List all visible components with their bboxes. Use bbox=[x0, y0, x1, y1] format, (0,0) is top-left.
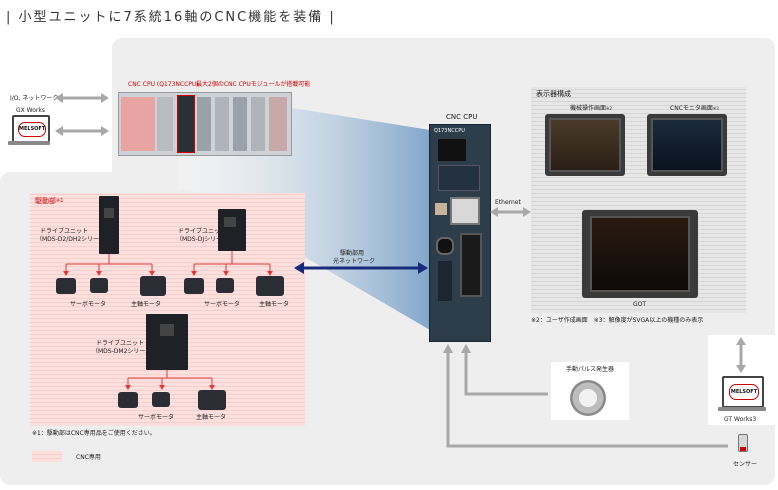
got-display bbox=[590, 216, 690, 292]
drive-unit-3-panel bbox=[160, 324, 174, 336]
drive-footnote: ※1：駆動部はCNC専用品をご使用ください。 bbox=[32, 430, 156, 437]
screen2-label-text: CNCモニタ画面 bbox=[670, 105, 713, 112]
servo-motor-2a bbox=[184, 278, 204, 294]
drive-title-text: 駆動部 bbox=[35, 197, 56, 205]
manual-pulse-label: 手動パルス発生器 bbox=[566, 366, 615, 373]
ethernet-label: Ethernet bbox=[495, 199, 521, 206]
machine-operation-display bbox=[549, 118, 621, 172]
drive-unit-3-label-a: ドライブユニット bbox=[96, 340, 145, 347]
spindle-motor-2 bbox=[256, 276, 284, 296]
cnc-cpu-display bbox=[438, 139, 466, 161]
cnc-cpu-title: CNC CPU bbox=[446, 113, 478, 121]
cnc-cpu-module: Q173NCCPU bbox=[429, 124, 491, 342]
servo-motor-3b bbox=[152, 392, 170, 407]
legend-label: CNC専用 bbox=[76, 454, 101, 461]
drive-unit-2-panel bbox=[224, 217, 236, 227]
screen1-label: 機械操作画面※2 bbox=[570, 105, 612, 112]
spindle-motor-label-2: 主軸モータ bbox=[259, 301, 290, 308]
cnc-unit-label: CNC CPU (Q173NCCPU) bbox=[128, 81, 199, 88]
power-supply-module bbox=[121, 97, 155, 151]
gx-works-label: GX Works bbox=[16, 107, 45, 114]
got-terminal bbox=[582, 210, 698, 298]
cpu-module bbox=[157, 97, 173, 151]
servo-motor-3a bbox=[118, 392, 138, 408]
melsoft-logo-text: MELSOFT bbox=[19, 126, 46, 132]
servo-motor-1a bbox=[56, 278, 76, 294]
machine-operation-screen bbox=[545, 114, 625, 176]
drive-unit-1 bbox=[99, 196, 119, 254]
io-module-1 bbox=[197, 97, 211, 151]
io-module-3 bbox=[233, 97, 247, 151]
spindle-motor-label-3: 主軸モータ bbox=[196, 414, 227, 421]
io-module-4 bbox=[251, 97, 265, 151]
servo-motor-2b bbox=[216, 278, 234, 293]
got-label: GOT bbox=[633, 301, 647, 308]
optical-network-label-a: 駆動部用 bbox=[340, 250, 365, 257]
sensor-label: センサー bbox=[733, 461, 758, 468]
servo-motor-1b bbox=[90, 278, 108, 293]
melsoft-logo: MELSOFT bbox=[18, 122, 46, 137]
cnc-unit-note: 最大2個のCNC CPUモジュールが搭載可能 bbox=[196, 81, 311, 88]
manual-pulse-generator-icon bbox=[570, 380, 606, 416]
screen1-label-note: ※2 bbox=[606, 106, 612, 111]
drive-unit-1-panel bbox=[104, 208, 114, 218]
screen2-label-note: ※3 bbox=[712, 106, 719, 111]
cnc-cpu-led-panel bbox=[438, 165, 480, 191]
drive-unit-3 bbox=[146, 314, 188, 370]
drive-section: 駆動部※1 bbox=[30, 193, 305, 426]
page-title: | 小型ユニットに7系統16軸のCNC機能を装備 | bbox=[6, 10, 336, 25]
drive-unit-1-label-b: （MDS-D2/DH2シリーズ） bbox=[36, 236, 111, 243]
sensor-icon bbox=[738, 434, 748, 452]
sensor-tip bbox=[740, 447, 746, 451]
screen2-label: CNCモニタ画面※3 bbox=[670, 105, 719, 112]
drive-section-title: 駆動部※1 bbox=[35, 198, 63, 205]
cnc-monitor-display bbox=[651, 118, 723, 172]
screen1-label-text: 機械操作画面 bbox=[570, 105, 607, 112]
optical-port bbox=[436, 237, 454, 255]
drive-unit-1-label-a: ドライブユニット bbox=[40, 228, 89, 235]
io-network-label: I/O, ネットワーク bbox=[10, 95, 59, 102]
servo-motor-label-2: サーボモータ bbox=[204, 301, 241, 308]
servo-motor-label-1: サーボモータ bbox=[70, 301, 107, 308]
cnc-cpu-module-small bbox=[177, 95, 195, 153]
drive-unit-2-label-a: ドライブユニット bbox=[178, 228, 227, 235]
laptop-icon: MELSOFT bbox=[8, 115, 50, 145]
spindle-motor-1 bbox=[140, 276, 166, 296]
gt-melsoft-logo: MELSOFT bbox=[729, 384, 759, 400]
cnc-cpu-switch bbox=[435, 203, 447, 215]
cnc-cpu-slot bbox=[438, 261, 452, 301]
optical-network-label-b: 光ネットワーク bbox=[333, 258, 376, 265]
gt-melsoft-logo-text: MELSOFT bbox=[730, 389, 758, 395]
spindle-motor-label-1: 主軸モータ bbox=[131, 301, 162, 308]
drive-unit-2 bbox=[218, 209, 246, 251]
legend-swatch bbox=[32, 451, 62, 462]
display-section-title: 表示器構成 bbox=[536, 90, 571, 98]
spindle-motor-3 bbox=[198, 390, 226, 410]
gt-works-laptop-icon: MELSOFT bbox=[718, 376, 766, 412]
plc-rack bbox=[118, 92, 292, 156]
drive-unit-2-label-b: （MDS-DJシリーズ） bbox=[176, 236, 234, 243]
io-module-2 bbox=[215, 97, 229, 151]
drive-title-note: ※1 bbox=[56, 198, 64, 204]
cnc-cpu-model: Q173NCCPU bbox=[434, 128, 465, 134]
servo-motor-label-3: サーボモータ bbox=[138, 414, 175, 421]
io-module-5 bbox=[269, 97, 287, 151]
gt-works-label: GT Works3 bbox=[724, 416, 757, 423]
cnc-monitor-screen bbox=[647, 114, 727, 176]
display-footnote: ※2：ユーザ作成画面 ※3：解像度がSVGA以上の機種のみ表示 bbox=[531, 317, 704, 324]
io-connector bbox=[460, 233, 482, 297]
drive-unit-3-label-b: （MDS-DM2シリーズ） bbox=[92, 348, 158, 355]
ethernet-port bbox=[450, 197, 480, 225]
